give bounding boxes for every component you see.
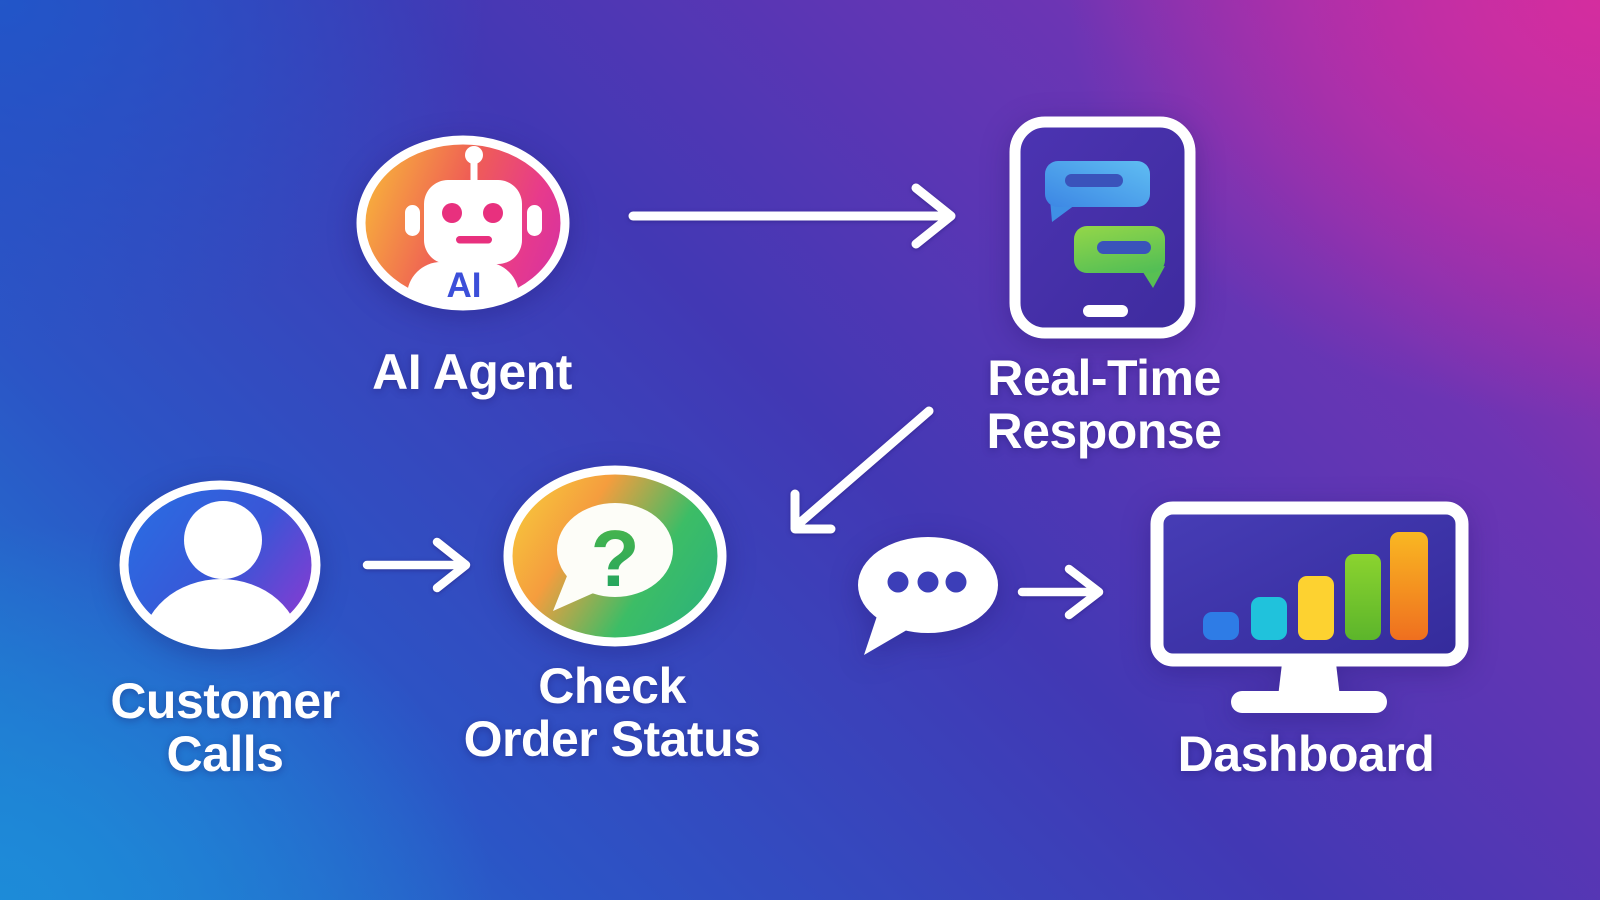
label-real-time-line1: Real-Time xyxy=(987,350,1221,406)
label-customer-line1: Customer xyxy=(110,673,340,729)
arrow-ai-to-response-icon xyxy=(628,183,956,249)
typing-dots-icon xyxy=(887,571,967,593)
monitor-base-icon xyxy=(1231,691,1387,713)
node-customer-calls xyxy=(115,477,325,653)
node-ai-agent: AI xyxy=(352,131,574,315)
label-dashboard: Dashboard xyxy=(1177,726,1435,782)
label-ai-agent: AI Agent xyxy=(372,344,572,400)
label-customer-calls: Customer Calls xyxy=(110,673,340,782)
question-mark-text: ? xyxy=(591,514,640,603)
node-chat-message xyxy=(848,515,1008,665)
bar-chart-icon xyxy=(1203,532,1428,640)
chat-message-icon xyxy=(858,537,998,655)
arrow-response-to-check-icon xyxy=(790,406,934,534)
label-check-line2: Order Status xyxy=(463,711,761,767)
node-check-order-status: ? xyxy=(501,464,729,648)
label-customer-line2: Calls xyxy=(166,726,284,782)
arrow-customer-to-check-icon xyxy=(362,537,471,593)
label-real-time-response: Real-Time Response xyxy=(987,352,1222,458)
arrow-chat-to-dashboard-icon xyxy=(1017,564,1104,620)
node-real-time-response xyxy=(1005,113,1205,353)
node-dashboard xyxy=(1143,495,1473,725)
customer-person-icon xyxy=(119,480,321,650)
dashboard-monitor-icon xyxy=(1150,501,1469,713)
home-button-icon xyxy=(1083,305,1128,317)
label-check-order-status: Check Order Status xyxy=(464,660,761,766)
label-check-line1: Check xyxy=(538,658,686,714)
ai-robot-icon: AI xyxy=(356,135,570,311)
label-real-time-line2: Response xyxy=(986,403,1222,459)
ai-badge-text: AI xyxy=(447,266,482,305)
phone-chat-icon xyxy=(1009,116,1196,339)
incoming-chat-bubble-icon xyxy=(1045,161,1150,222)
question-bubble-icon: ? xyxy=(503,465,727,647)
reply-chat-bubble-icon xyxy=(1074,226,1165,288)
